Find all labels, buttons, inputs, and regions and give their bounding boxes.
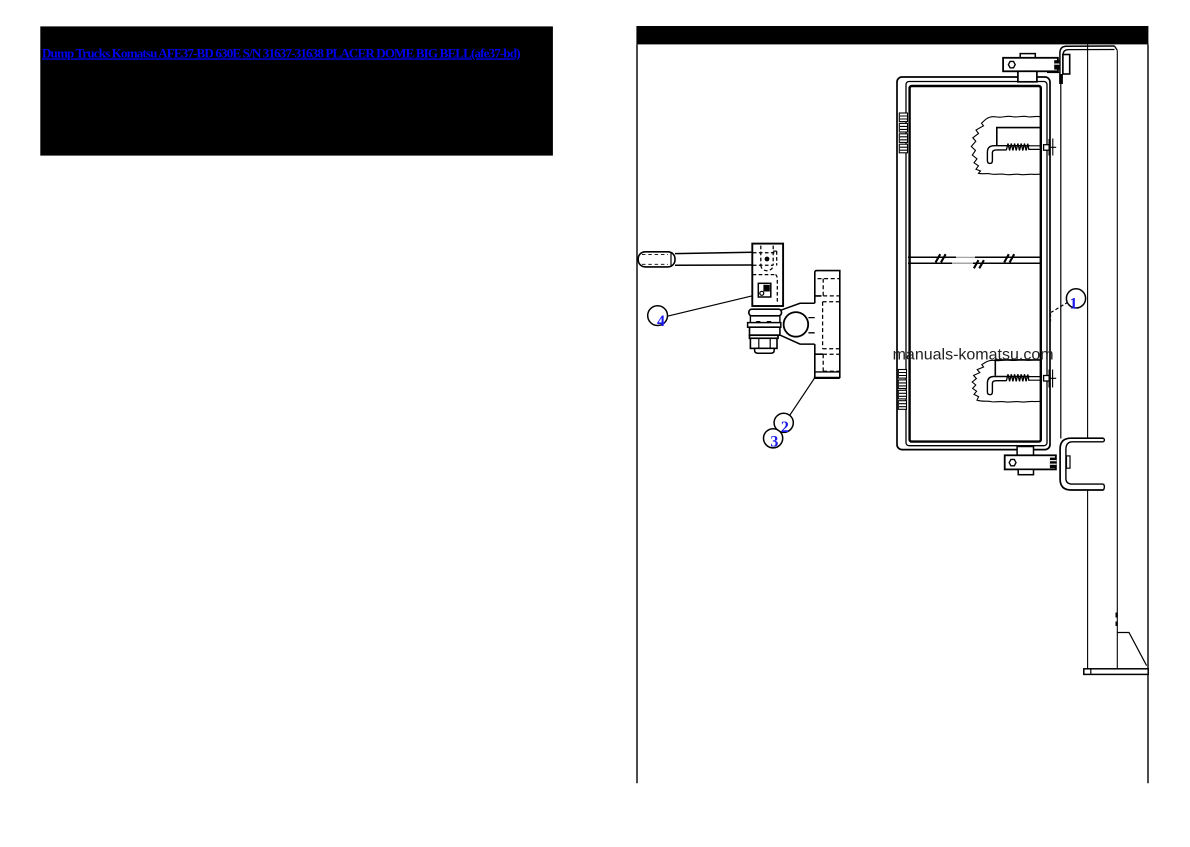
svg-text:3: 3 [770,434,778,451]
svg-text:1: 1 [1070,296,1078,313]
svg-text:manuals-komatsu.com: manuals-komatsu.com [893,347,1054,364]
svg-text:Dump Trucks Komatsu AFE37-BD 6: Dump Trucks Komatsu AFE37-BD 630E S/N 31… [42,45,520,60]
svg-text:4: 4 [657,313,665,330]
svg-text:2: 2 [781,419,789,436]
